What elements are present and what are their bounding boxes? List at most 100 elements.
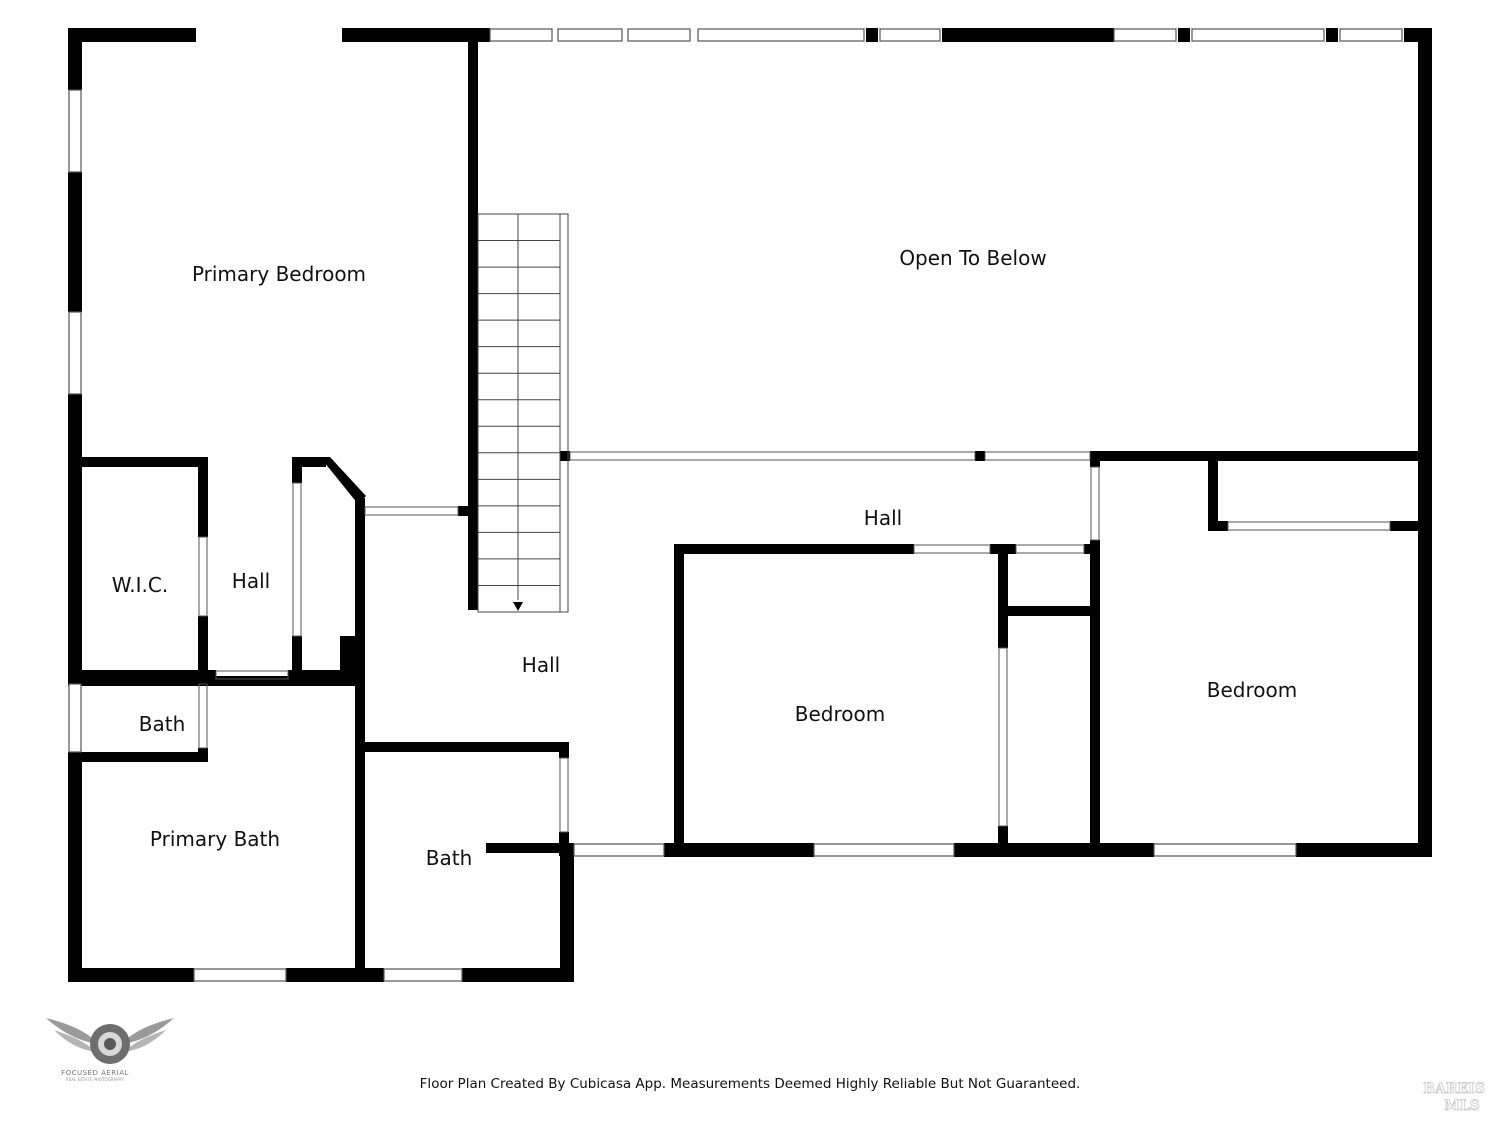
label-hall-small: Hall	[232, 569, 270, 593]
brand-name: FOCUSED AERIAL	[61, 1069, 129, 1077]
label-hall-center: Hall	[522, 653, 560, 677]
wall	[1208, 451, 1218, 531]
window	[879, 28, 941, 42]
wall	[288, 670, 362, 686]
doorway	[559, 757, 569, 833]
closet-door	[1227, 521, 1391, 531]
wall	[866, 28, 878, 42]
mls-watermark-icon: BAREIS MLS	[1423, 1081, 1485, 1113]
wall	[458, 506, 478, 516]
wall	[998, 544, 1008, 648]
wall	[198, 676, 208, 684]
label-bedroom-center: Bedroom	[795, 702, 885, 726]
wall	[560, 451, 570, 461]
wall	[292, 457, 302, 483]
wall	[1090, 451, 1432, 461]
wall	[68, 670, 208, 680]
wall	[68, 752, 82, 982]
wall	[486, 843, 574, 853]
wall	[68, 28, 196, 42]
doorway	[215, 670, 289, 680]
window	[383, 968, 463, 982]
window	[557, 28, 623, 42]
wall	[1326, 28, 1338, 42]
label-hall-upper: Hall	[864, 506, 902, 530]
wall	[292, 457, 326, 467]
wall	[560, 843, 574, 982]
doorway	[364, 506, 459, 516]
walls	[68, 28, 1432, 982]
wall	[1178, 28, 1190, 42]
wall	[998, 826, 1008, 856]
doorway	[1015, 544, 1085, 554]
wall	[355, 742, 569, 752]
windows	[68, 28, 1403, 982]
wall	[468, 28, 478, 610]
brand-tagline: REAL ESTATE PHOTOGRAPHY	[66, 1077, 124, 1082]
window	[489, 28, 553, 42]
wall	[674, 544, 914, 554]
doorway	[292, 482, 302, 637]
wall	[1208, 521, 1228, 531]
wall	[942, 28, 1114, 42]
wall	[1084, 544, 1100, 554]
railing	[984, 451, 1091, 461]
mls-line2: MLS	[1444, 1098, 1479, 1113]
mls-line1: BAREIS	[1423, 1081, 1485, 1097]
wall	[975, 451, 985, 461]
window	[573, 843, 665, 857]
wall	[68, 968, 194, 982]
window	[1113, 28, 1177, 42]
stair-direction-arrow	[513, 602, 523, 611]
wall	[68, 394, 82, 684]
window	[1339, 28, 1403, 42]
wall	[1296, 843, 1432, 857]
wall	[68, 172, 82, 312]
railing	[569, 451, 976, 461]
wall	[1390, 521, 1432, 531]
label-open-to-below: Open To Below	[899, 246, 1046, 270]
stair-outline	[477, 213, 569, 613]
wall	[320, 457, 366, 504]
wall	[954, 843, 1154, 857]
doorway	[998, 647, 1008, 827]
label-bedroom-right: Bedroom	[1207, 678, 1297, 702]
doorway	[198, 683, 208, 749]
wall	[198, 616, 208, 684]
doorway	[1090, 466, 1100, 541]
footer-note: Floor Plan Created By Cubicasa App. Meas…	[419, 1076, 1081, 1092]
openings	[198, 451, 1391, 833]
wall	[1090, 540, 1100, 856]
wall	[998, 606, 1098, 616]
label-bath-center: Bath	[426, 846, 473, 870]
wall	[462, 968, 574, 982]
wall	[1418, 28, 1432, 856]
window	[193, 968, 287, 982]
wall	[664, 843, 814, 857]
wall	[1090, 451, 1100, 467]
label-primary-bath: Primary Bath	[150, 827, 280, 851]
wall	[342, 28, 490, 42]
staircase	[477, 213, 569, 613]
room-labels: Primary Bedroom Open To Below W.I.C. Hal…	[112, 246, 1297, 870]
wall	[198, 457, 208, 537]
window	[1191, 28, 1325, 42]
wall	[68, 457, 208, 467]
wall	[68, 28, 82, 90]
wall	[208, 670, 216, 686]
brand-logo-icon	[46, 1018, 174, 1064]
doorway	[913, 544, 991, 554]
window	[1153, 843, 1297, 857]
window	[68, 89, 82, 173]
window	[68, 683, 82, 753]
wall	[286, 968, 384, 982]
window	[697, 28, 865, 42]
window	[627, 28, 691, 42]
wall	[674, 544, 684, 856]
wall	[68, 752, 208, 762]
floor-plan: Primary Bedroom Open To Below W.I.C. Hal…	[68, 28, 1432, 982]
label-bath-small: Bath	[139, 712, 186, 736]
label-wic: W.I.C.	[112, 573, 168, 597]
wall	[559, 742, 569, 758]
doorway	[198, 536, 208, 617]
